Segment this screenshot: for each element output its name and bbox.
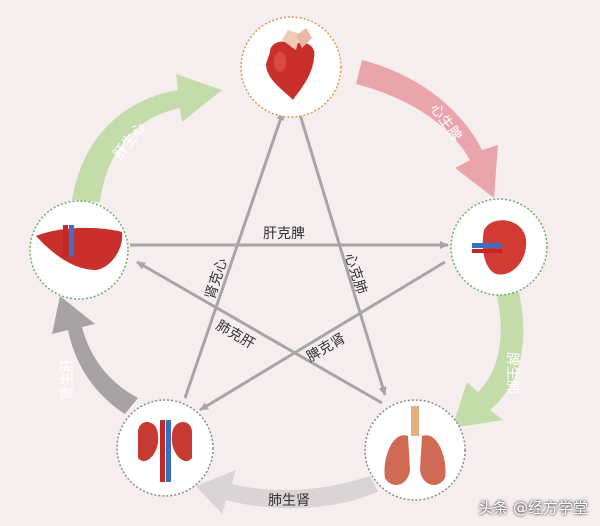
- organ-liver: [29, 200, 129, 300]
- organ-spleen: [450, 198, 548, 296]
- liver-icon: [36, 225, 123, 270]
- label-kidney-to-liver: 肾生肝: [60, 358, 76, 400]
- sheng-arrow-lung-to-kidney: [196, 470, 378, 514]
- ke-arrow-lung-liver: [136, 260, 383, 405]
- heart-icon: [266, 28, 315, 100]
- sheng-arrow-kidney-to-liver: [52, 296, 138, 414]
- ke-arrow-kidney-heart: [183, 111, 285, 399]
- lung-icon: [384, 406, 446, 485]
- watermark: 头条 @经方学堂: [478, 499, 588, 517]
- organ-kidney: [116, 399, 214, 497]
- sheng-arrow-heart-to-spleen: [356, 60, 498, 198]
- label-liver-ke-spleen: 肝克脾: [263, 226, 305, 242]
- label-spleen-ke-kidney: 脾克肾: [304, 331, 348, 366]
- sheng-arrow-spleen-to-lung: [452, 292, 524, 428]
- kidney-icon: [138, 420, 192, 482]
- ke-arrow-spleen-kidney: [199, 260, 446, 412]
- organ-lung: [364, 399, 466, 501]
- sheng-arrow-liver-to-heart: [72, 74, 222, 202]
- spleen-icon: [472, 220, 527, 275]
- label-spleen-to-lung: 脾生肺: [504, 352, 520, 394]
- ke-arrow-heart-lung: [296, 107, 387, 396]
- label-lung-ke-liver: 肺克肝: [213, 318, 257, 353]
- organ-heart: [240, 16, 342, 118]
- label-lung-to-kidney: 肺生肾: [268, 493, 310, 509]
- label-heart-ke-lung: 心克肺: [341, 251, 369, 296]
